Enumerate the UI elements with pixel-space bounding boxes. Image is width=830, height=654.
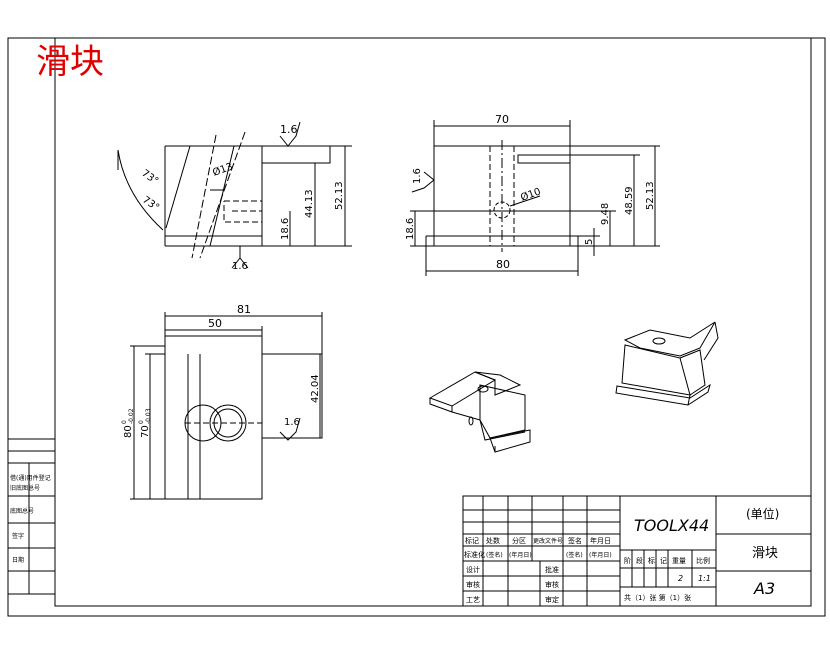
tb-weight: 重量 <box>672 557 686 565</box>
dim-label: 73° <box>139 168 160 187</box>
iso-view-left <box>428 371 531 453</box>
strip-cell: 旧底图总号 <box>10 484 40 492</box>
unit-label: (单位) <box>746 506 779 521</box>
side-view <box>117 121 352 269</box>
dim-label: 70 <box>495 113 509 126</box>
tb-header2: (签名) <box>486 551 503 559</box>
tb-header2: (年月日) <box>589 551 612 559</box>
tb-scale-value: 2 <box>678 574 683 583</box>
tb-header: 标记 <box>465 536 479 545</box>
dim-label: 5 <box>584 239 595 245</box>
dim-70-tol-upper: 0 <box>138 420 145 424</box>
tb-header: 分区 <box>512 536 526 545</box>
dim-label: 42.04 <box>310 374 321 403</box>
tb-scale-value: 1:1 <box>698 574 711 583</box>
tb-role2: 审定 <box>545 595 559 604</box>
dim-label: 1.6 <box>280 123 298 136</box>
dim-label: 81 <box>237 303 251 316</box>
tb-stage: 阶 <box>624 556 631 565</box>
tb-stage: 记 <box>660 557 667 565</box>
tb-scale: 比例 <box>696 556 710 565</box>
side-view-dims: 1.6 73° 73° Ø13 44.13 52.13 18.6 1.6 <box>139 123 345 272</box>
dim-label: 1.6 <box>284 417 300 428</box>
tb-role2: 审核 <box>545 580 559 589</box>
dim-80-tol-upper: 0 <box>121 420 128 424</box>
dim-label: 52.13 <box>334 181 345 210</box>
tb-header2: (签名) <box>566 551 583 559</box>
dim-label: 9.48 <box>600 203 611 225</box>
tb-stage: 段 <box>636 556 643 565</box>
title-block <box>462 495 812 607</box>
iso-view-right <box>615 321 719 406</box>
dim-label: 1.6 <box>232 261 248 272</box>
tb-role: 设计 <box>466 565 480 574</box>
top-view-dims: 81 50 42.04 1.6 80 0 -0.02 70 0 -0.03 <box>121 303 321 438</box>
top-view <box>130 312 323 500</box>
tb-role2: 标准化 <box>464 550 485 559</box>
dim-label: Ø10 <box>519 185 542 203</box>
strip-cell: 日期 <box>12 556 24 564</box>
inner-frame <box>54 37 812 607</box>
dim-label: 50 <box>208 317 222 330</box>
dim-label: 44.13 <box>304 189 315 218</box>
title-block-text: TOOLX44 (单位) 滑块 A3 标记 处数 分区 更改文件号 签名 年月日… <box>464 506 779 604</box>
drawing-number: TOOLX44 <box>634 516 709 535</box>
strip-cell: 签字 <box>12 532 24 540</box>
dim-80-tol-lower: -0.02 <box>128 408 135 424</box>
tb-sheets: 共（1）张 第（1）张 <box>624 593 691 602</box>
front-view-dims: 70 1.6 Ø10 9.48 48.59 52.13 18.6 5 80 <box>405 113 656 271</box>
tb-header: 签名 <box>568 536 582 545</box>
drawing-title: 滑块 <box>36 42 104 82</box>
tb-header: 处数 <box>486 536 500 545</box>
dim-label: 18.6 <box>405 218 416 240</box>
dim-70: 70 <box>140 425 151 438</box>
dim-label: 18.6 <box>280 218 291 240</box>
dim-label: 52.13 <box>645 181 656 210</box>
strip-cell: 底图总号 <box>10 507 34 515</box>
tb-stage: 标 <box>648 556 655 565</box>
dim-70-tol-lower: -0.03 <box>145 408 152 424</box>
dim-label: Ø13 <box>211 160 234 178</box>
strip-cell: 借(通)用件登记 <box>10 474 51 482</box>
tb-role: 审核 <box>466 580 480 589</box>
tb-header: 更改文件号 <box>533 537 563 545</box>
dim-label: 80 <box>496 258 510 271</box>
tb-header2: (年月日) <box>509 551 532 559</box>
dim-label: 1.6 <box>412 168 423 184</box>
dim-label: 48.59 <box>624 186 635 215</box>
front-view <box>410 120 660 276</box>
left-strip-text: 借(通)用件登记 旧底图总号 底图总号 签字 日期 <box>10 474 51 564</box>
part-name: 滑块 <box>752 546 778 561</box>
dim-label: 73° <box>140 195 161 214</box>
tb-role: 工艺 <box>466 596 480 604</box>
sheet-size: A3 <box>753 579 775 598</box>
left-strip <box>7 438 56 595</box>
tb-header: 年月日 <box>590 536 611 545</box>
dim-80: 80 <box>123 425 134 438</box>
tb-role2: 批准 <box>545 565 559 574</box>
